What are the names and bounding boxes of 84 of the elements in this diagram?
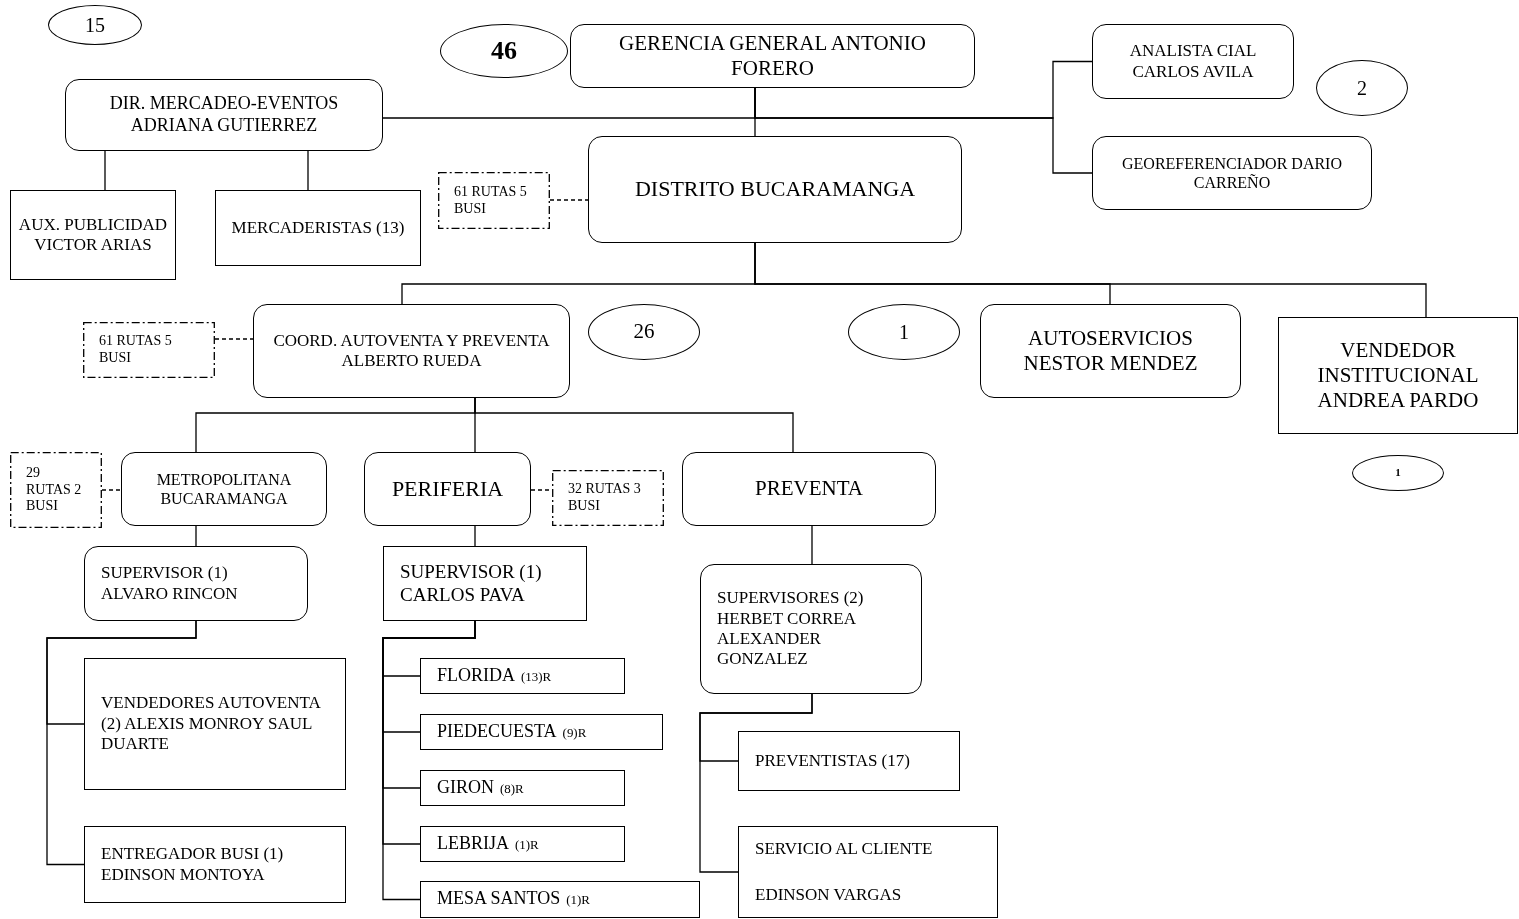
connector-line [474, 525, 476, 547]
route-note-box [438, 172, 550, 229]
node-text: PERIFERIA [391, 475, 504, 503]
position-box [253, 304, 570, 398]
node-text: AUTOSERVICIOS NESTOR MENDEZ [1022, 325, 1199, 377]
position-box [65, 79, 383, 151]
position-box [570, 24, 975, 88]
route-note-box [83, 322, 215, 378]
node-text: (13)R [521, 669, 552, 685]
connector-line [195, 525, 197, 547]
connector-line [811, 525, 813, 565]
position-box [700, 564, 922, 694]
position-box [738, 731, 960, 791]
connector-line [549, 199, 589, 201]
node-text: 61 RUTAS 5 BUSI [99, 333, 173, 367]
node-text: LEBRIJA [437, 833, 509, 855]
position-box [364, 452, 531, 526]
position-box [420, 770, 625, 806]
node-text: DIR. MERCADEO-EVENTOS ADRIANA GUTIERREZ [108, 93, 340, 137]
node-text: 29 RUTAS 2 BUSI [26, 464, 83, 516]
count-ellipse [440, 24, 568, 78]
position-box [84, 658, 346, 790]
position-box [215, 190, 421, 266]
connector-line [699, 693, 813, 873]
node-text: ANALISTA CIAL CARLOS AVILA [1128, 41, 1258, 82]
position-box [420, 826, 625, 862]
connector-line [104, 150, 106, 191]
position-box [420, 658, 625, 694]
position-box [84, 546, 308, 621]
connector-line [754, 242, 1427, 318]
node-text: VENDEDOR INSTITUCIONAL ANDREA PARDO [1316, 337, 1480, 414]
node-text: 46 [491, 35, 517, 67]
node-text: (8)R [500, 781, 524, 797]
node-text: 1 [1395, 466, 1401, 480]
connector-line [307, 150, 309, 191]
position-box [1278, 317, 1518, 434]
node-text: PIEDECUESTA [437, 721, 557, 743]
node-text: 2 [1357, 76, 1367, 100]
node-text: VENDEDORES AUTOVENTA (2) ALEXIS MONROY SAUL DUARTE [101, 693, 322, 755]
node-text: GIRON [437, 777, 494, 799]
node-text: SUPERVISOR (1) CARLOS PAVA [400, 560, 543, 607]
node-text: SUPERVISOR (1) ALVARO RINCON [101, 563, 239, 604]
node-text: (9)R [562, 725, 587, 741]
node-text: GERENCIA GENERAL ANTONIO FORERO [618, 30, 927, 82]
node-text: 1 [899, 320, 909, 344]
position-box [10, 190, 176, 280]
position-box [682, 452, 936, 526]
node-text: (1)R [515, 837, 539, 853]
node-text: METROPOLITANA BUCARAMANGA [155, 469, 293, 509]
node-text: (1)R [566, 892, 590, 908]
node-text: FLORIDA [437, 665, 515, 687]
node-text: ENTREGADOR BUSI (1) EDINSON MONTOYA [101, 844, 285, 885]
connector-line [101, 489, 122, 491]
route-note-box [552, 470, 664, 526]
position-box [420, 714, 663, 750]
node-text: 15 [85, 13, 105, 37]
node-text: 26 [633, 319, 655, 345]
connector-line [754, 87, 1093, 174]
node-text: SUPERVISORES (2) HERBET CORREA ALEXANDER GONZALEZ [717, 588, 865, 670]
node-text: PREVENTISTAS (17) [755, 750, 910, 772]
node-text: 32 RUTAS 3 BUSI [568, 481, 642, 515]
route-note-box [10, 452, 102, 528]
node-text: PREVENTA [755, 476, 863, 502]
node-text: MESA SANTOS [437, 888, 561, 910]
position-box [1092, 136, 1372, 210]
position-box [980, 304, 1241, 398]
connector-line [214, 338, 254, 340]
connector-line [474, 397, 794, 453]
node-text: 61 RUTAS 5 BUSI [454, 183, 528, 218]
position-box [588, 136, 962, 243]
connector-line [46, 620, 197, 866]
position-box [738, 826, 998, 918]
node-text: DISTRITO BUCARAMANGA [634, 176, 916, 203]
node-text: EDINSON VARGAS [755, 884, 902, 906]
position-box [84, 826, 346, 903]
position-box [1092, 24, 1294, 99]
node-text: MERCADERISTAS (13) [231, 217, 405, 239]
node-text: SERVICIO AL CLIENTE [755, 838, 933, 860]
position-box [420, 881, 700, 918]
node-text: AUX. PUBLICIDAD VICTOR ARIAS [17, 214, 169, 256]
position-box [383, 546, 587, 621]
node-text: COORD. AUTOVENTA Y PREVENTA ALBERTO RUEDA [272, 330, 551, 372]
node-text: GEOREFERENCIADOR DARIO CARREÑO [1121, 153, 1343, 193]
position-box [121, 452, 327, 526]
